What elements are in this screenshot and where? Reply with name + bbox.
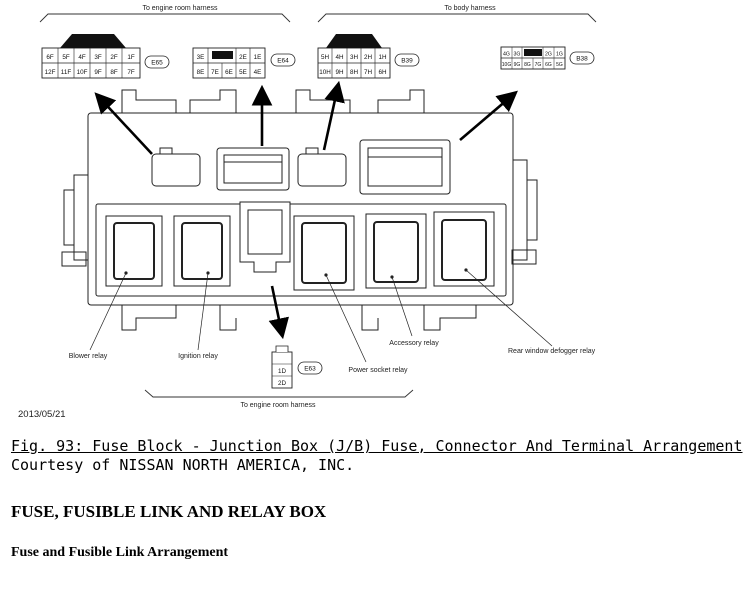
svg-text:7H: 7H [364,69,373,76]
connector-e64: 3E 2E 1E 8E 7E 6E 5E 4E E64 [192,47,296,79]
svg-text:1H: 1H [378,54,387,61]
relay-rear-defogger [433,211,495,287]
svg-text:8E: 8E [197,69,205,76]
box-socket-e63 [239,201,291,273]
label-rear-defogger-relay: Rear window defogger relay [508,348,596,355]
svg-text:3E: 3E [197,54,205,61]
svg-text:3H: 3H [350,54,359,61]
label-accessory-relay: Accessory relay [389,340,439,347]
svg-text:3G: 3G [514,52,521,58]
svg-text:9G: 9G [514,62,521,68]
harness-bracket-bottom [144,389,414,398]
box-socket-b38 [359,139,451,195]
svg-text:6F: 6F [46,54,54,61]
svg-text:4E: 4E [254,69,262,76]
leader-lines [89,269,553,363]
svg-text:1E: 1E [254,54,262,61]
harness-label-top-right: To body harness [444,5,496,12]
svg-text:6E: 6E [225,69,233,76]
connector-e65: 6F 5F 4F 3F 2F 1F 12F 11F 10F 9F 8F 7F E… [41,34,170,79]
harness-bracket-top-right [317,13,597,23]
svg-text:12F: 12F [45,69,56,76]
connector-tag-e65: E65 [151,60,163,67]
relay-power-socket [293,215,355,291]
svg-text:3F: 3F [94,54,102,61]
connector-tag-b38: B38 [576,56,588,63]
svg-text:4F: 4F [78,54,86,61]
svg-text:5G: 5G [556,62,563,68]
svg-text:5F: 5F [62,54,70,61]
label-blower-relay: Blower relay [69,353,108,360]
harness-bracket-top-left [39,13,291,23]
diagram-date: 2013/05/21 [18,409,66,420]
connector-tag-e64: E64 [277,58,289,65]
connector-b38: 4G 3G 2G 1G 10G 9G 8G 7G 6G 5G B38 [500,46,595,70]
section-heading: FUSE, FUSIBLE LINK AND RELAY BOX [11,502,327,521]
svg-text:2F: 2F [110,54,118,61]
svg-text:4G: 4G [503,52,510,58]
svg-text:1G: 1G [556,52,563,58]
subsection-heading: Fuse and Fusible Link Arrangement [11,545,229,560]
svg-text:10F: 10F [77,69,88,76]
label-ignition-relay: Ignition relay [178,353,218,360]
svg-text:7G: 7G [535,62,542,68]
connector-tag-b39: B39 [401,58,413,65]
connector-b39: 5H 4H 3H 2H 1H 10H 9H 8H 7H 6H B39 [317,34,420,79]
figure-caption: Fig. 93: Fuse Block - Junction Box (J/B)… [11,437,743,475]
harness-label-bottom: To engine room harness [240,402,316,409]
figure-courtesy: Courtesy of NISSAN NORTH AMERICA, INC. [11,456,355,474]
svg-text:1D: 1D [278,368,287,375]
svg-text:6G: 6G [545,62,552,68]
relay-blower [105,215,163,287]
svg-text:11F: 11F [61,69,72,76]
box-socket-e64 [216,147,290,191]
box-socket-b39 [297,147,347,187]
label-power-socket-relay: Power socket relay [348,367,408,374]
svg-text:2H: 2H [364,54,373,61]
svg-text:1F: 1F [127,54,135,61]
svg-text:5E: 5E [239,69,247,76]
junction-box-body [61,89,538,331]
figure-title: Fig. 93: Fuse Block - Junction Box (J/B)… [11,437,743,455]
svg-text:9H: 9H [335,69,344,76]
svg-text:7E: 7E [211,69,219,76]
svg-text:7F: 7F [127,69,135,76]
svg-text:2D: 2D [278,380,287,387]
svg-text:6H: 6H [378,69,387,76]
connector-e63: 1D 2D E63 [271,345,323,389]
svg-text:8F: 8F [110,69,118,76]
svg-text:8H: 8H [350,69,359,76]
svg-text:5H: 5H [321,54,330,61]
svg-text:9F: 9F [94,69,102,76]
connector-tag-e63: E63 [304,366,316,373]
svg-text:10G: 10G [502,62,512,68]
svg-text:10H: 10H [319,69,331,76]
relay-ignition [173,215,231,287]
harness-label-top-left: To engine room harness [142,5,218,12]
box-socket-e65 [151,147,201,187]
junction-box-diagram: To engine room harness To body harness T… [39,5,597,409]
svg-text:2E: 2E [239,54,247,61]
svg-text:2G: 2G [545,52,552,58]
arrows [94,80,518,340]
relay-accessory [365,213,427,289]
svg-text:8G: 8G [524,62,531,68]
svg-text:4H: 4H [335,54,344,61]
